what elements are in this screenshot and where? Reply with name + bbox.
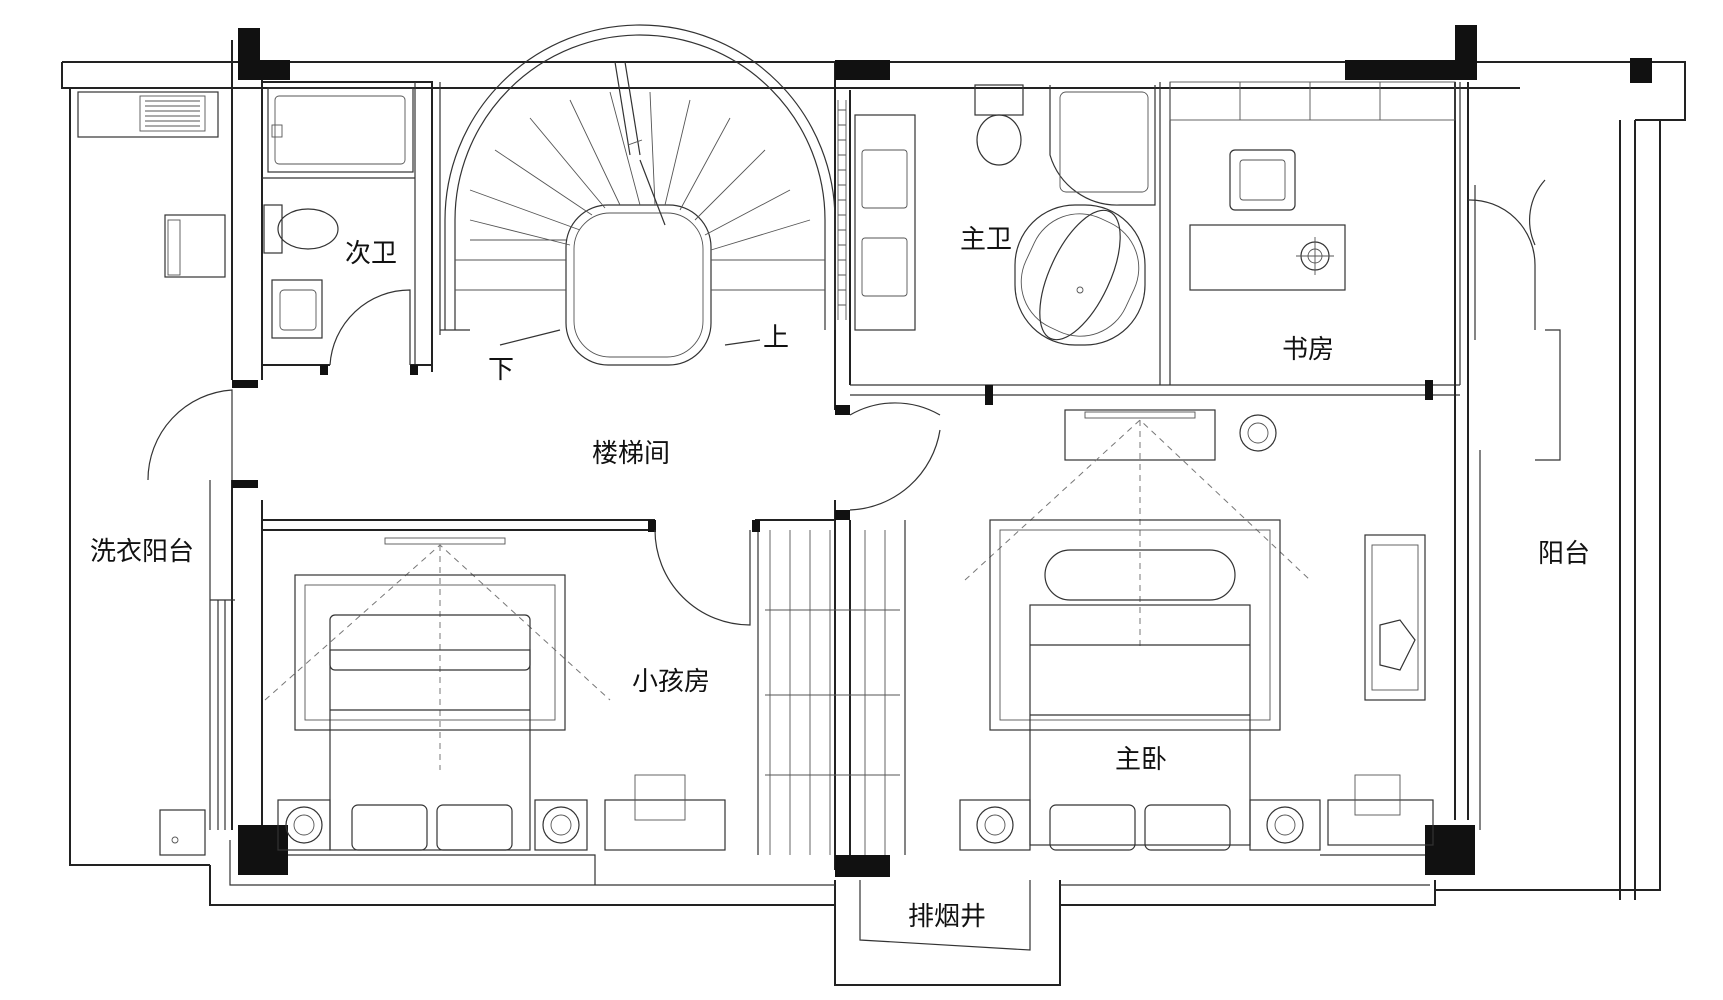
label-laundry-balcony: 洗衣阳台 <box>90 537 194 567</box>
label-stair-down: 下 <box>488 355 514 385</box>
label-stair-up: 上 <box>763 323 789 353</box>
kids-room-furniture <box>264 537 726 851</box>
label-flue-shaft: 排烟井 <box>908 902 986 932</box>
label-kids-room: 小孩房 <box>632 667 710 697</box>
wardrobe <box>765 530 900 855</box>
balcony-door <box>1467 179 1561 830</box>
structural-columns <box>232 25 1652 877</box>
interior-walls <box>231 40 1469 870</box>
label-master-bath: 主卫 <box>960 225 1012 255</box>
stairwell-doors <box>147 389 941 626</box>
exterior-walls <box>61 61 1686 986</box>
spiral-staircase <box>444 24 836 366</box>
study-fixtures <box>1169 81 1456 291</box>
label-secondary-bath: 次卫 <box>345 239 397 269</box>
master-bedroom-furniture <box>959 409 1434 851</box>
label-balcony: 阳台 <box>1538 539 1590 569</box>
master-bath-fixtures <box>837 84 1156 346</box>
label-stairwell: 楼梯间 <box>592 439 670 469</box>
room-labels: 次卫 主卫 书房 楼梯间 下 上 洗衣阳台 小孩房 主卧 阳台 排烟井 <box>90 225 1590 932</box>
label-study: 书房 <box>1282 335 1334 365</box>
label-master-bedroom: 主卧 <box>1115 745 1167 775</box>
secondary-bath-fixtures <box>263 87 414 366</box>
laundry-fixtures <box>77 91 235 856</box>
